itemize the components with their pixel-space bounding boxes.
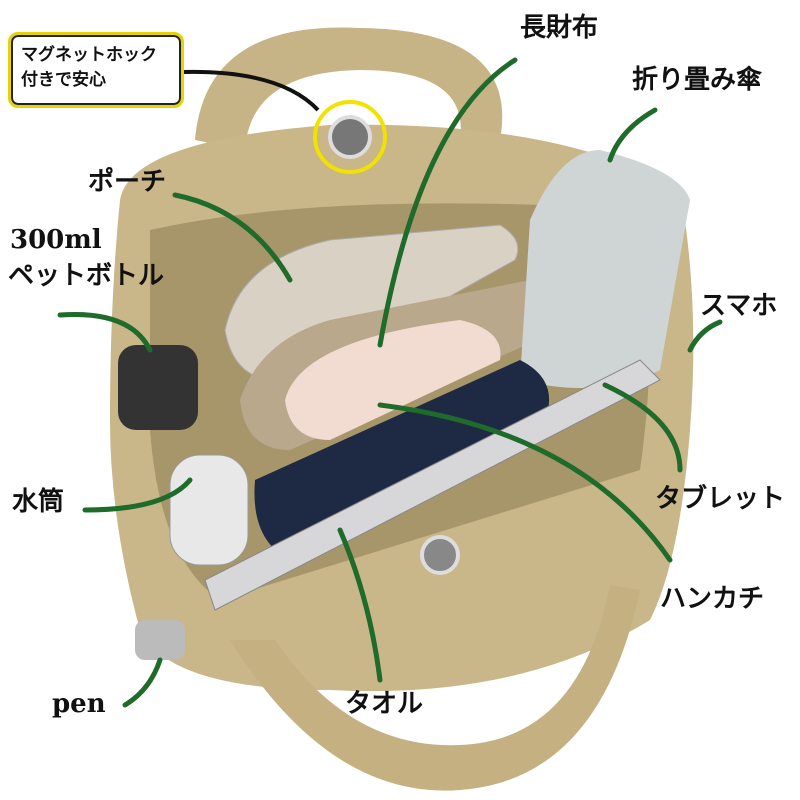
front-handle	[230, 585, 640, 791]
label-tablet: タブレット	[655, 484, 786, 514]
label-long-wallet: 長財布	[520, 13, 599, 43]
callout-leader	[183, 69, 320, 112]
magnet-hook-callout: マグネットホック 付きで安心	[8, 32, 184, 108]
pet-bottle	[118, 345, 198, 430]
label-bottle-volume: 300ml	[10, 225, 102, 255]
water-bottle	[169, 454, 249, 566]
label-water-bottle: 水筒	[12, 487, 65, 517]
label-smartphone: スマホ	[700, 291, 778, 321]
pens	[135, 620, 185, 660]
callout-line-2: 付きで安心	[21, 69, 106, 90]
handkerchief	[285, 320, 501, 440]
label-pet-bottle: ペットボトル	[8, 261, 165, 291]
folding-umbrella	[520, 150, 690, 388]
label-towel: タオル	[345, 689, 424, 719]
label-folding-umbrella: 折り畳み傘	[632, 65, 763, 95]
callout-line-1: マグネットホック	[21, 45, 157, 65]
label-pen: pen	[52, 689, 106, 719]
magnet-snap-front	[420, 535, 460, 575]
magnet-highlight-ring	[313, 100, 387, 174]
leader-lines	[57, 57, 723, 708]
magnet-snap-back	[328, 115, 372, 159]
towel	[254, 360, 550, 560]
back-handle	[195, 27, 503, 150]
label-handkerchief: ハンカチ	[660, 584, 765, 614]
label-pouch: ポーチ	[88, 167, 167, 197]
